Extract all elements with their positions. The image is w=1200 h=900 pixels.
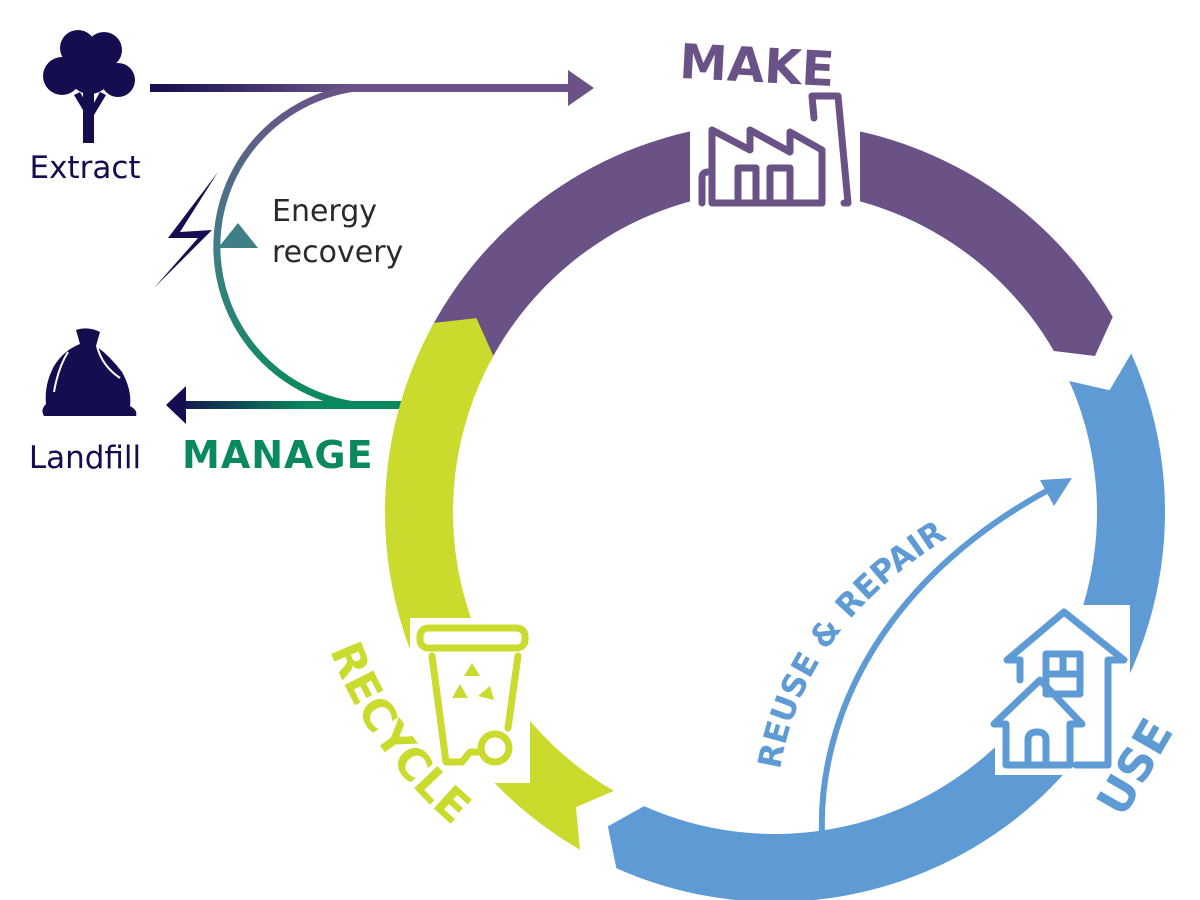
- manage-label: MANAGE: [182, 433, 374, 477]
- landfill-label: Landfill: [29, 440, 141, 476]
- garbage-bag-icon: [42, 328, 137, 416]
- ring-segment-recycle: [385, 318, 614, 850]
- extract-label: Extract: [29, 150, 140, 186]
- tree-icon: [43, 30, 135, 143]
- energy-recovery-label-line1: Energy: [272, 194, 377, 229]
- energy-recovery-arrow: [213, 84, 400, 409]
- reuse-repair-label: REUSE & REPAIR: [750, 513, 952, 772]
- energy-recovery-label-line2: recovery: [272, 235, 403, 270]
- houses-icon: [990, 605, 1130, 775]
- factory-icon: [690, 92, 860, 217]
- make-label: MAKE: [678, 34, 836, 98]
- ring-segment-make: [430, 122, 1113, 361]
- reuse-repair-arrow: [818, 478, 1072, 836]
- cycle-ring: [385, 122, 1165, 900]
- landfill-arrow: [166, 386, 402, 424]
- lightning-bolt-icon: [154, 172, 218, 288]
- recycle-bin-icon: [410, 618, 530, 783]
